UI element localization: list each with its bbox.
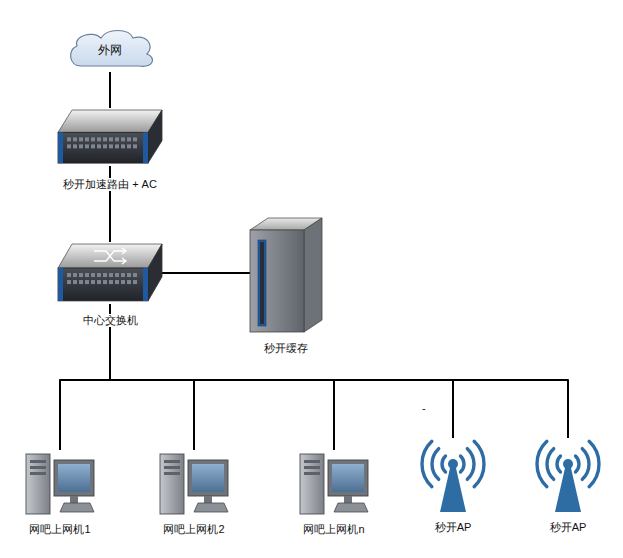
device-front bbox=[58, 268, 148, 301]
device-front bbox=[58, 132, 148, 163]
router-icon bbox=[58, 108, 162, 166]
server-node: 秒开缓存 bbox=[250, 218, 322, 332]
pc-bay bbox=[164, 472, 180, 475]
pc-bay bbox=[304, 466, 320, 469]
device-side bbox=[148, 110, 162, 163]
ap-node: 秒开AP bbox=[530, 438, 606, 512]
pc-node: 网吧上网机2 bbox=[158, 450, 230, 516]
pc-icon bbox=[24, 450, 96, 516]
monitor-screen bbox=[332, 464, 364, 492]
device-top bbox=[58, 244, 162, 268]
keyboard bbox=[334, 503, 368, 512]
device-cap bbox=[143, 268, 148, 301]
monitor-neck bbox=[70, 496, 78, 503]
ap-node: 秒开AP bbox=[415, 438, 491, 512]
monitor-frame bbox=[188, 460, 228, 496]
monitor-frame bbox=[54, 460, 94, 496]
ap-mast bbox=[440, 468, 466, 512]
node-label: 网吧上网机n bbox=[301, 523, 366, 536]
pc-bay bbox=[164, 460, 180, 463]
device-cap bbox=[58, 132, 63, 163]
node-label: 中心交换机 bbox=[81, 314, 140, 327]
monitor-frame bbox=[328, 460, 368, 496]
network-link bbox=[162, 272, 250, 274]
pc-icon bbox=[298, 450, 370, 516]
server-icon bbox=[250, 218, 322, 332]
node-label: 网吧上网机1 bbox=[27, 523, 92, 536]
device-cap bbox=[143, 132, 148, 163]
ap-dot bbox=[448, 459, 458, 469]
ap-waves bbox=[422, 441, 484, 486]
cloud-shape bbox=[71, 31, 153, 67]
pc-tower bbox=[26, 454, 50, 514]
server-side bbox=[304, 218, 322, 332]
monitor-screen bbox=[192, 464, 224, 492]
network-link bbox=[110, 304, 568, 438]
cloud-node: 外网 bbox=[67, 28, 153, 72]
pc-bay bbox=[30, 466, 46, 469]
node-label: 秒开加速路由 + AC bbox=[61, 178, 159, 191]
monitor-screen bbox=[58, 464, 90, 492]
pc-bay bbox=[30, 472, 46, 475]
ap-waves bbox=[537, 441, 599, 486]
pc-node: 网吧上网机1 bbox=[24, 450, 96, 516]
ap-dot bbox=[563, 459, 573, 469]
node-label: 秒开缓存 bbox=[262, 342, 310, 355]
node-label: 网吧上网机2 bbox=[161, 523, 226, 536]
pc-icon bbox=[158, 450, 230, 516]
stray-mark: - bbox=[422, 402, 426, 414]
pc-node: 网吧上网机n bbox=[298, 450, 370, 516]
server-front bbox=[250, 230, 304, 332]
ap-icon bbox=[415, 438, 491, 512]
monitor-neck bbox=[204, 496, 212, 503]
pc-bay bbox=[30, 460, 46, 463]
pc-bay bbox=[304, 472, 320, 475]
switch-arrows bbox=[94, 248, 126, 264]
ap-mast bbox=[555, 468, 581, 512]
keyboard bbox=[60, 503, 94, 512]
node-label: 外网 bbox=[98, 43, 122, 57]
server-slot bbox=[260, 242, 264, 324]
keyboard bbox=[194, 503, 228, 512]
ap-icon bbox=[530, 438, 606, 512]
device-side bbox=[148, 244, 162, 301]
device-cap bbox=[58, 268, 63, 301]
node-label: 秒开AP bbox=[548, 521, 589, 534]
device-top bbox=[58, 110, 162, 132]
router-node: 秒开加速路由 + AC bbox=[58, 108, 162, 166]
server-stripe bbox=[258, 240, 266, 326]
pc-bay bbox=[304, 460, 320, 463]
monitor-neck bbox=[344, 496, 352, 503]
node-label: 秒开AP bbox=[433, 521, 474, 534]
switch-node: 中心交换机 bbox=[58, 242, 162, 304]
port-rows bbox=[67, 273, 137, 284]
switch-icon bbox=[58, 242, 162, 304]
pc-tower bbox=[300, 454, 324, 514]
network-link bbox=[109, 72, 111, 108]
port-rows bbox=[67, 137, 137, 148]
pc-tower bbox=[160, 454, 184, 514]
pc-bay bbox=[164, 466, 180, 469]
